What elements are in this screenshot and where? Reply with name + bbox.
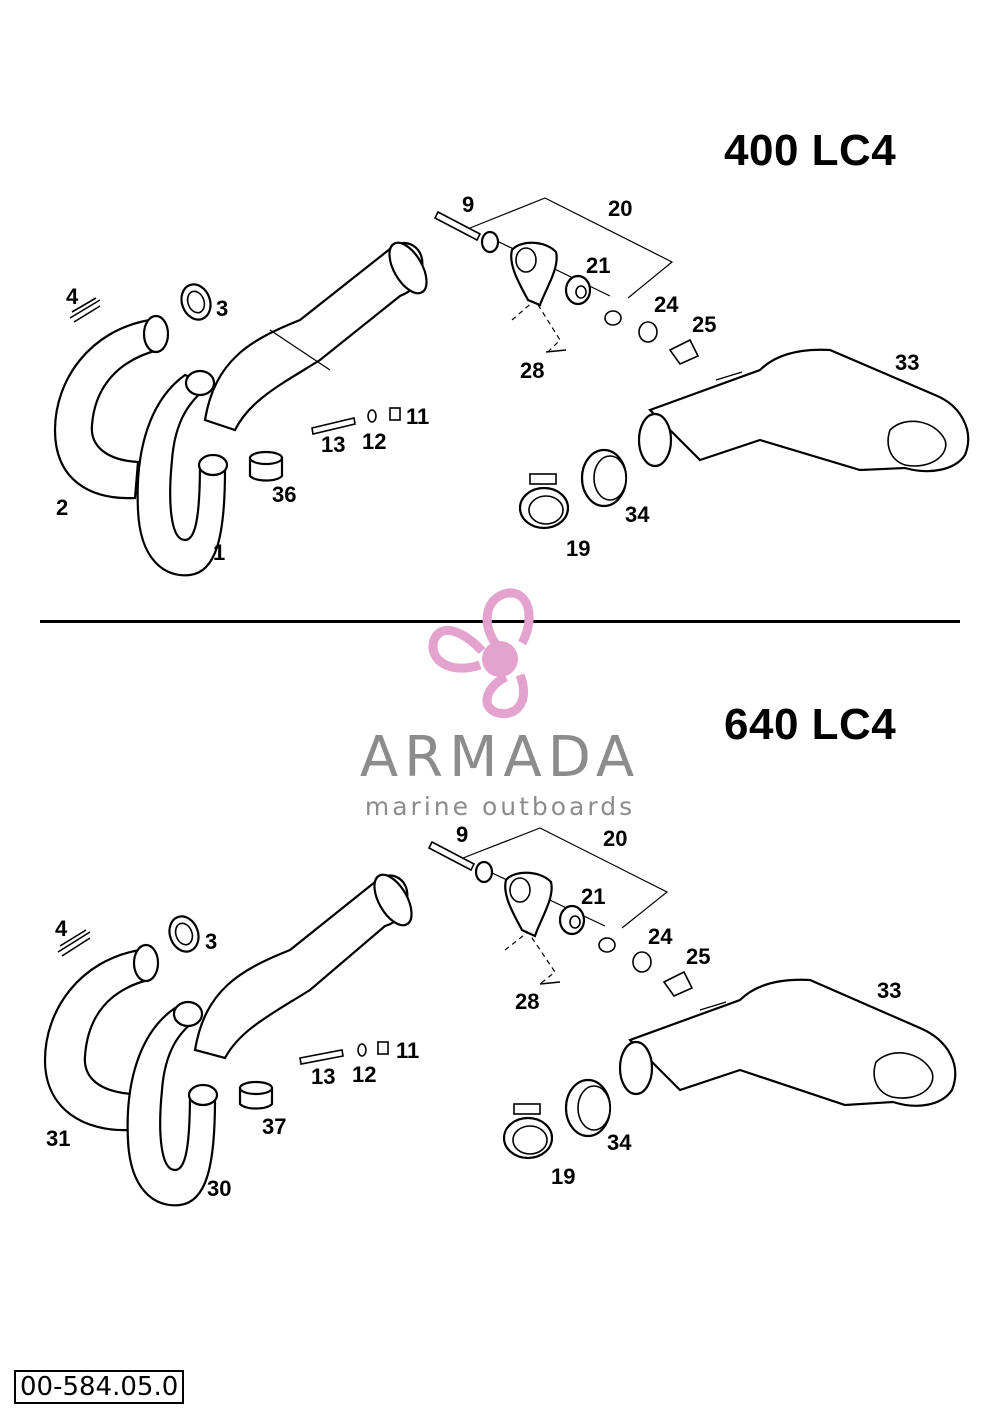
- callout-640-24: 24: [648, 924, 673, 949]
- washer-24-640: [632, 951, 652, 973]
- clamp-19: [518, 473, 570, 530]
- callout-640-34: 34: [607, 1130, 632, 1155]
- section-divider: [40, 620, 960, 623]
- section-title-640: 640 LC4: [724, 700, 897, 749]
- clip-25: [668, 338, 700, 365]
- callout-400-34: 34: [625, 502, 650, 527]
- callout-640-13: 13: [311, 1064, 335, 1089]
- gasket-3: [180, 283, 212, 321]
- washer-12: [367, 409, 377, 423]
- header-pipe-2: [53, 314, 170, 500]
- callout-400-1: 1: [213, 540, 225, 565]
- header-pipe-1: [136, 369, 229, 577]
- propeller-icon: [428, 588, 534, 719]
- callout-400-28: 28: [520, 358, 544, 383]
- callout-400-21: 21: [586, 253, 610, 278]
- bolt-13-640: [299, 1049, 344, 1065]
- washer-24a: [604, 310, 622, 326]
- header-pipe-30: [126, 1000, 219, 1207]
- callout-640-30: 30: [207, 1176, 231, 1201]
- callout-400-3: 3: [216, 296, 228, 321]
- bracket-20: [510, 241, 558, 307]
- callout-640-19: 19: [551, 1164, 575, 1189]
- callout-640-33: 33: [877, 978, 901, 1003]
- silencer-pipe-640: [193, 873, 413, 1060]
- callout-400-36: 36: [272, 482, 296, 507]
- spring-4-640: [57, 929, 91, 957]
- callout-400-4: 4: [66, 284, 79, 309]
- washer-24a-640: [598, 937, 616, 953]
- propeller-blade-left: [428, 625, 486, 673]
- callout-640-37: 37: [262, 1114, 286, 1139]
- washer-9-640: [474, 860, 494, 884]
- bolt-28-640: [539, 981, 561, 985]
- section-title-400: 400 LC4: [724, 126, 897, 175]
- callout-400-12: 12: [362, 429, 386, 454]
- armada-watermark: ARMADA marine outboards: [330, 585, 670, 835]
- callout-640-3: 3: [205, 929, 217, 954]
- clamp-19-640: [502, 1103, 554, 1160]
- bolt-13: [311, 417, 356, 435]
- callout-640-4: 4: [55, 916, 68, 941]
- rubber-21: [564, 274, 592, 306]
- rubber-21-640: [558, 904, 586, 936]
- nut-11: [389, 407, 401, 421]
- callout-400-33: 33: [895, 350, 919, 375]
- callout-640-9: 9: [456, 822, 468, 847]
- muffler-33-640: [618, 978, 957, 1107]
- callout-640-28: 28: [515, 989, 539, 1014]
- callout-400-20: 20: [608, 196, 632, 221]
- callout-400-13: 13: [321, 432, 345, 457]
- clip-25-640: [662, 970, 694, 997]
- callout-640-31: 31: [46, 1126, 70, 1151]
- silencer-pipe: [203, 241, 428, 432]
- bolt-28: [545, 349, 567, 353]
- sleeve-34-640: [564, 1078, 612, 1138]
- watermark-brand: ARMADA: [359, 725, 641, 790]
- gasket-3-640: [168, 915, 200, 953]
- spring-4: [69, 297, 101, 323]
- washer-12-640: [357, 1043, 367, 1057]
- callout-400-2: 2: [56, 495, 68, 520]
- propeller-blade-right: [482, 672, 529, 719]
- callout-400-24: 24: [654, 292, 679, 317]
- sleeve-36: [248, 450, 284, 482]
- header-pipe-31: [43, 943, 160, 1132]
- washer-24: [638, 321, 658, 343]
- bolt-9-640: [427, 840, 476, 872]
- sleeve-34: [580, 448, 628, 508]
- callout-640-11: 11: [396, 1038, 419, 1063]
- nut-11-640: [377, 1041, 389, 1055]
- callout-400-9: 9: [462, 192, 474, 217]
- callout-400-19: 19: [566, 536, 590, 561]
- callout-400-25: 25: [692, 312, 716, 337]
- sleeve-37: [238, 1080, 274, 1110]
- callout-640-20: 20: [603, 826, 627, 851]
- callout-400-11: 11: [406, 404, 429, 429]
- muffler-33: [637, 348, 970, 473]
- drawing-number: 00-584.05.0: [14, 1370, 185, 1404]
- bolt-9: [433, 210, 482, 242]
- callout-640-12: 12: [352, 1062, 376, 1087]
- callout-640-25: 25: [686, 944, 710, 969]
- propeller-blade-top: [482, 588, 534, 650]
- washer-9: [480, 230, 500, 254]
- watermark-tagline: marine outboards: [364, 792, 636, 821]
- bracket-20-640: [504, 871, 553, 938]
- propeller-hub: [482, 641, 518, 677]
- callout-640-21: 21: [581, 884, 605, 909]
